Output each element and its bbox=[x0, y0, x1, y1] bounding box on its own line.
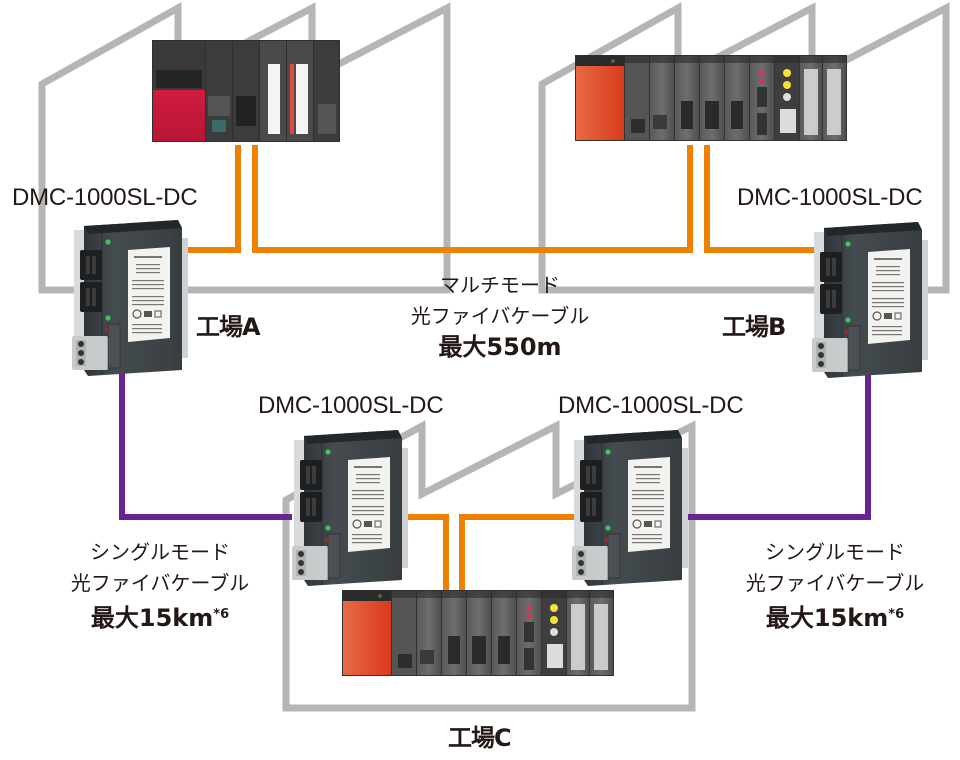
plc-rack-factory-a bbox=[152, 40, 340, 142]
singlemode-cable-label-left: シングルモード 光ファイバケーブル 最大15km*6 bbox=[40, 537, 280, 634]
multimode-max-distance: 最大550m bbox=[438, 333, 562, 361]
model-label-b: DMC-1000SL-DC bbox=[737, 184, 923, 211]
model-label-c1: DMC-1000SL-DC bbox=[258, 392, 444, 419]
singlemode-max-value-left: 最大15km bbox=[90, 604, 214, 632]
multimode-cable-c bbox=[398, 514, 580, 590]
multimode-cable-name: 光ファイバケーブル bbox=[410, 304, 590, 328]
media-converter-b bbox=[811, 221, 929, 379]
singlemode-cable-right bbox=[680, 370, 871, 520]
footnote-marker-left: *6 bbox=[213, 607, 230, 622]
singlemode-type-left: シングルモード bbox=[90, 540, 230, 564]
factory-label-a: 工場A bbox=[196, 313, 261, 341]
plc-rack-factory-c bbox=[342, 590, 614, 676]
factory-outline-a bbox=[38, 2, 451, 294]
singlemode-cable-name-left: 光ファイバケーブル bbox=[70, 571, 250, 595]
media-converter-c2 bbox=[571, 429, 689, 587]
singlemode-max-distance-left: 最大15km*6 bbox=[40, 599, 280, 634]
singlemode-cable-label-right: シングルモード 光ファイバケーブル 最大15km*6 bbox=[715, 537, 955, 634]
multimode-cable-a bbox=[178, 145, 820, 253]
singlemode-max-distance-right: 最大15km*6 bbox=[715, 599, 955, 634]
multimode-cable-label: マルチモード 光ファイバケーブル 最大550m bbox=[380, 270, 620, 363]
model-label-c2: DMC-1000SL-DC bbox=[558, 392, 744, 419]
factory-label-b: 工場B bbox=[722, 313, 786, 341]
multimode-type: マルチモード bbox=[440, 273, 560, 297]
singlemode-type-right: シングルモード bbox=[765, 540, 905, 564]
media-converter-c1 bbox=[291, 429, 409, 587]
model-label-a: DMC-1000SL-DC bbox=[12, 184, 198, 211]
singlemode-max-value-right: 最大15km bbox=[765, 604, 889, 632]
singlemode-cable-left bbox=[119, 370, 292, 520]
footnote-marker-right: *6 bbox=[888, 607, 905, 622]
factory-label-c: 工場C bbox=[448, 724, 512, 752]
plc-rack-factory-b bbox=[575, 55, 847, 141]
singlemode-cable-name-right: 光ファイバケーブル bbox=[745, 571, 925, 595]
media-converter-a bbox=[71, 219, 189, 377]
